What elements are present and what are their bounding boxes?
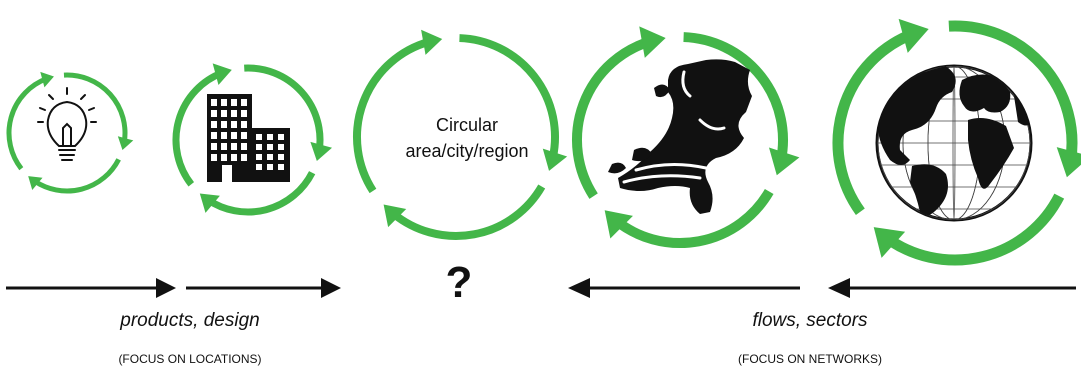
building-window (256, 164, 262, 170)
building-window (267, 154, 273, 160)
loop-arrowhead (310, 141, 333, 162)
building-window (231, 154, 237, 161)
loop-arrowhead (1056, 147, 1081, 178)
building-window (221, 99, 227, 106)
loop-arrowhead (873, 227, 906, 258)
building-window (231, 99, 237, 106)
arrow-right-1 (156, 278, 176, 298)
loop-arc (948, 20, 1078, 163)
building-window (221, 110, 227, 117)
loop-arrowhead (199, 193, 220, 213)
loop-arrowhead (421, 29, 443, 55)
scale-arrows (6, 278, 1076, 298)
building-window (221, 121, 227, 128)
building-window (256, 134, 262, 140)
building-window (231, 110, 237, 117)
right-subcaption: (FOCUS ON NETWORKS) (738, 352, 882, 366)
building-window (211, 154, 217, 161)
loop-arrowhead (542, 148, 568, 171)
arrow-left-2 (828, 278, 850, 298)
building-window (211, 121, 217, 128)
loop-arrowhead (768, 147, 800, 176)
loop-arrowhead (28, 176, 43, 190)
loop-arc (353, 37, 430, 194)
loop-arrowhead (212, 63, 232, 86)
arrow-left-1 (568, 278, 590, 298)
building-window (267, 164, 273, 170)
building-window (221, 132, 227, 139)
loop-arc (612, 188, 774, 248)
building-window (231, 143, 237, 150)
left-caption: products, design (120, 310, 260, 331)
building-window (241, 132, 247, 139)
center-label-line2: area/city/region (405, 141, 529, 161)
building-window (256, 154, 262, 160)
loop-arc (572, 36, 654, 199)
building-window (231, 132, 237, 139)
office-building-icon (207, 94, 290, 182)
building-window (267, 134, 273, 140)
loop-arrowhead (898, 18, 929, 53)
arrow-right-2 (321, 278, 341, 298)
map-rivers (622, 70, 726, 184)
lightbulb-icon (37, 87, 97, 161)
loop-arrowhead (117, 136, 134, 150)
building-window (256, 144, 262, 150)
loop-arrowhead (40, 71, 54, 88)
loop-arc (459, 34, 559, 159)
loop-arc (172, 69, 224, 187)
building-window (211, 110, 217, 117)
question-mark: ? (445, 258, 473, 307)
building-window (278, 164, 284, 170)
building-window (267, 144, 273, 150)
building-window (241, 99, 247, 106)
loop-arrowhead (383, 204, 407, 228)
building-window (211, 99, 217, 106)
netherlands-map-icon (608, 59, 752, 215)
building-window (211, 143, 217, 150)
loop-arc (391, 184, 546, 240)
loop-arrowhead (639, 26, 666, 58)
loop-arc (244, 64, 324, 152)
loop-arc (205, 171, 316, 216)
loop-arc (832, 28, 916, 215)
building-window (278, 144, 284, 150)
building-window (231, 121, 237, 128)
building-window (211, 132, 217, 139)
loop-arc (63, 72, 128, 143)
left-subcaption: (FOCUS ON LOCATIONS) (118, 352, 262, 366)
building-window (278, 154, 284, 160)
building-window (241, 143, 247, 150)
globe-meridian (877, 66, 1031, 220)
right-caption: flows, sectors (752, 310, 868, 331)
building-window (221, 154, 227, 161)
building-window (241, 121, 247, 128)
center-label-line1: Circular (435, 115, 498, 135)
globe-icon (875, 64, 1033, 222)
loop-arc (6, 76, 48, 171)
center-stage-label: Circular area/city/region (392, 112, 542, 164)
loop-arc (683, 32, 788, 163)
building-window (241, 154, 247, 161)
loop-arrowhead (604, 210, 633, 239)
loop-arc (882, 193, 1065, 266)
building-window (241, 110, 247, 117)
building-window (278, 134, 284, 140)
building-window (221, 143, 227, 150)
loop-arc (33, 158, 121, 194)
